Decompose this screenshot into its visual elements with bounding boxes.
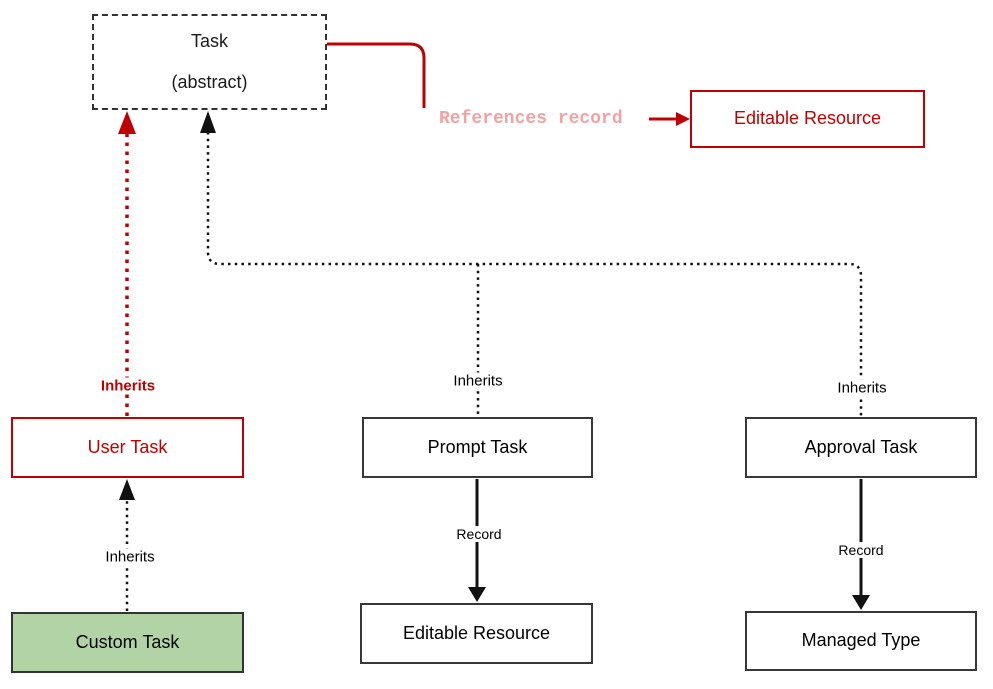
node-label: Editable Resource: [402, 622, 551, 643]
edge-user-task-inherits: [118, 111, 136, 416]
node-label: Custom Task: [75, 631, 180, 652]
node-editable-resource: Editable Resource: [360, 603, 593, 664]
edge-label-approval-record: Record: [835, 542, 887, 558]
node-approval-task: Approval Task: [745, 417, 977, 478]
node-label: User Task: [87, 436, 168, 457]
node-task-abstract: Task (abstract): [92, 14, 327, 110]
arrowhead-down-icon: [852, 595, 870, 610]
node-task-subtitle: (abstract): [171, 71, 248, 92]
edge-label-custom-inherits: Inherits: [102, 548, 158, 566]
node-managed-type: Managed Type: [745, 611, 977, 671]
arrowhead-up-icon: [118, 111, 136, 134]
edge-label-references-record: References record: [439, 109, 623, 129]
node-task-title: Task: [190, 30, 228, 51]
edge-references-editable-resource: [649, 112, 690, 126]
arrowhead-up-icon: [200, 111, 216, 133]
edge-prompt-approval-inherits: [200, 111, 863, 416]
edge-approval-record: [852, 479, 870, 610]
node-label: Prompt Task: [427, 436, 528, 457]
edge-label-prompt-record: Record: [453, 526, 505, 542]
edge-label-user-inherits: Inherits: [97, 377, 159, 395]
edge-label-prompt-inherits: Inherits: [450, 372, 506, 390]
node-label: Editable Resource: [733, 108, 882, 129]
arrowhead-up-icon: [119, 479, 135, 500]
edge-label-approval-inherits: Inherits: [834, 379, 890, 397]
arrowhead-down-icon: [468, 587, 486, 602]
node-editable-resource-referenced: Editable Resource: [690, 90, 925, 148]
node-label: Approval Task: [804, 436, 918, 457]
edge-custom-task-inherits: [119, 479, 135, 611]
node-label: Managed Type: [801, 630, 921, 651]
node-user-task: User Task: [11, 417, 244, 478]
edge-task-references-record: [327, 42, 426, 108]
node-prompt-task: Prompt Task: [362, 417, 593, 478]
arrowhead-right-icon: [676, 112, 690, 126]
node-custom-task: Custom Task: [11, 612, 244, 673]
